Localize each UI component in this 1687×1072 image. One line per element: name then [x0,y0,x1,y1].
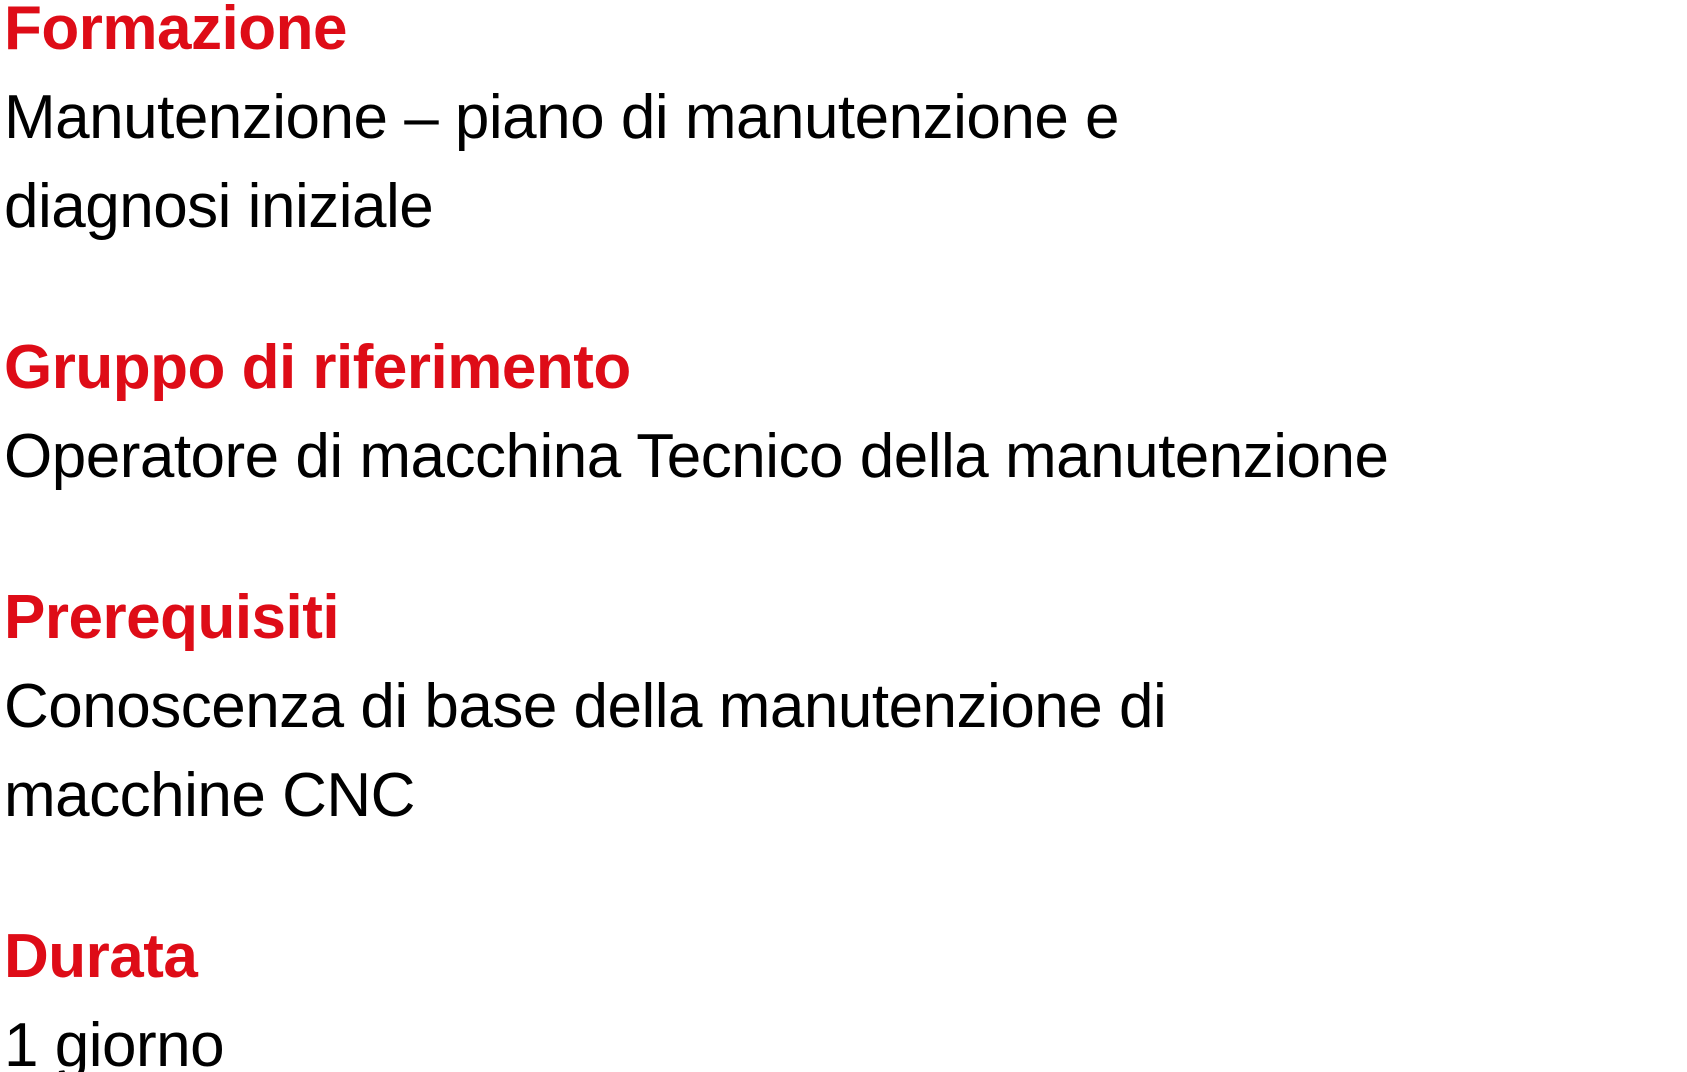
prerequisiti-text-line-2: macchine CNC [4,761,415,830]
section-heading-gruppo-di-riferimento: Gruppo di riferimento [4,333,631,402]
section-gruppo-di-riferimento: Gruppo di riferimento Operatore di macch… [4,323,1687,501]
section-heading-formazione: Formazione [4,0,347,63]
section-heading-prerequisiti: Prerequisiti [4,583,340,652]
durata-text-line-1: 1 giorno [4,1011,225,1072]
section-heading-durata: Durata [4,922,198,991]
formazione-text-line-1: Manutenzione – piano di manutenzione e [4,83,1120,152]
section-prerequisiti: Prerequisiti Conoscenza di base della ma… [4,573,1687,840]
prerequisiti-text-line-1: Conoscenza di base della manutenzione di [4,672,1167,741]
section-formazione: Formazione Manutenzione – piano di manut… [4,0,1687,251]
gruppo-text-line-1: Operatore di macchina Tecnico della manu… [4,422,1389,491]
formazione-text-line-2: diagnosi iniziale [4,172,434,241]
section-durata: Durata 1 giorno [4,912,1687,1072]
